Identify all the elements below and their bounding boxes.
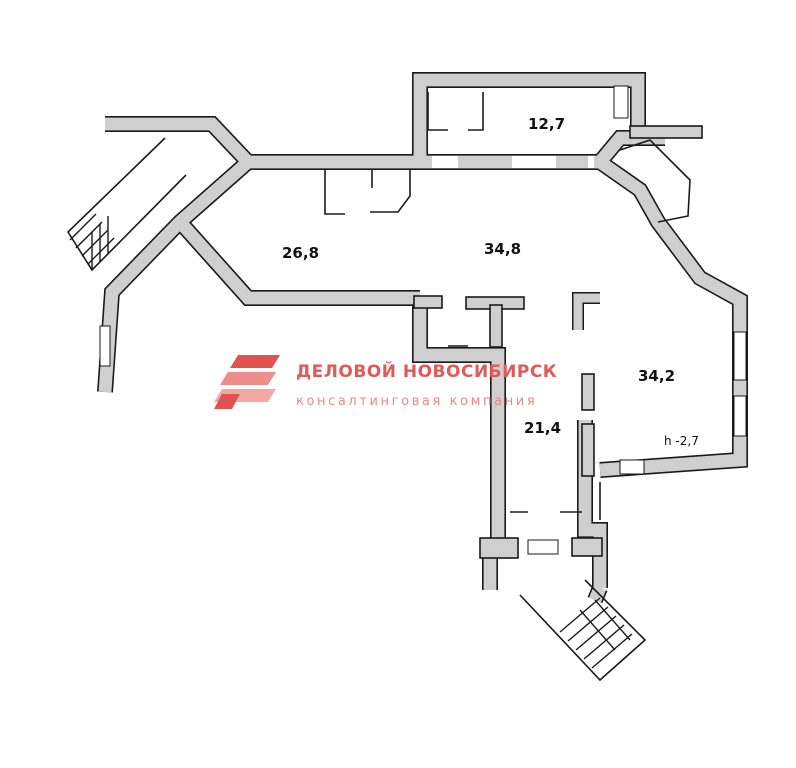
stairs-left	[66, 137, 187, 272]
room-area-a: 12,7	[528, 115, 565, 133]
room-area-b: 26,8	[282, 244, 319, 262]
ceiling-height-label: h -2,7	[664, 434, 699, 448]
walls	[97, 72, 748, 604]
watermark-title: ДЕЛОВОЙ НОВОСИБИРСК	[296, 360, 557, 382]
watermark: ДЕЛОВОЙ НОВОСИБИРСК консалтинговая компа…	[214, 355, 557, 409]
room-area-d: 34,2	[638, 367, 675, 385]
watermark-logo	[214, 355, 280, 409]
room-area-e: 21,4	[524, 419, 561, 437]
windows	[99, 85, 747, 555]
stairs-bottom	[519, 579, 647, 682]
partitions	[324, 92, 691, 559]
room-area-c: 34,8	[484, 240, 521, 258]
watermark-subtitle: консалтинговая компания	[296, 394, 537, 409]
